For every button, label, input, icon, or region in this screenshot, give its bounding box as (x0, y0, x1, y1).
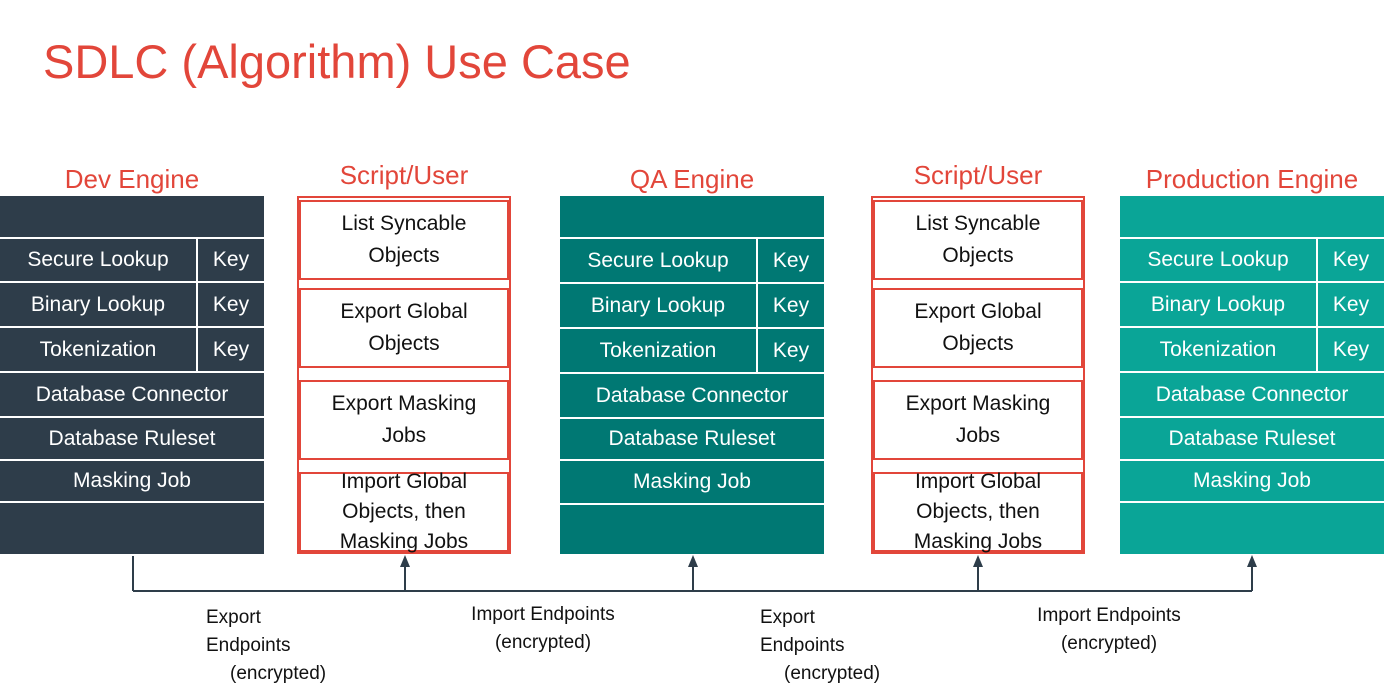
qa-tokenization-key: Key (756, 327, 824, 372)
dev-binary-lookup-key: Key (196, 281, 264, 326)
step-text: Export Global (340, 300, 468, 323)
note-line: Endpoints (206, 635, 291, 656)
page-title: SDLC (Algorithm) Use Case (43, 35, 631, 88)
arrow-up-icon (1247, 555, 1257, 567)
step-text: Jobs (955, 424, 1001, 447)
prod-database-connector: Database Connector (1120, 371, 1384, 416)
note-line: Export (760, 607, 815, 628)
note-line: (encrypted) (1060, 633, 1158, 654)
qa-engine-header: QA Engine (629, 164, 755, 194)
step-text: Jobs (381, 424, 427, 447)
dev-binary-lookup: Binary Lookup (0, 281, 196, 326)
import-endpoints-note-2: Import Endpoints (encrypted) (1034, 602, 1184, 658)
dev-engine-header: Dev Engine (64, 164, 200, 194)
import-endpoints-note-1: Import Endpoints (encrypted) (468, 601, 618, 657)
step-text: List Syncable (341, 212, 467, 235)
qa-secure-lookup-key: Key (756, 237, 824, 282)
prod-masking-job: Masking Job (1120, 459, 1384, 501)
export-endpoints-note-2: Export Endpoints (encrypted) (760, 604, 880, 688)
step-text: Objects (368, 332, 440, 355)
arrow-up-icon (973, 555, 983, 567)
step-text: Export Masking (331, 392, 477, 415)
dev-secure-lookup: Secure Lookup (0, 237, 196, 281)
qa-engine: Secure Lookup Key Binary Lookup Key Toke… (560, 196, 824, 554)
step-text: Objects (942, 244, 1014, 267)
qa-database-ruleset: Database Ruleset (560, 417, 824, 459)
dev-masking-job: Masking Job (0, 459, 264, 501)
step-text: List Syncable (915, 212, 1041, 235)
step-text: Objects, then (342, 500, 466, 523)
note-line: (encrypted) (784, 663, 881, 684)
note-line: Export (206, 607, 261, 628)
qa-tokenization: Tokenization (560, 327, 756, 372)
qa-secure-lookup: Secure Lookup (560, 237, 756, 282)
prod-tokenization: Tokenization (1120, 326, 1316, 371)
dev-empty-footer (0, 501, 264, 554)
step-text: Export Global (914, 300, 1042, 323)
step-text: Import Global (340, 470, 468, 493)
script-user-header-2: Script/User (913, 160, 1043, 190)
dev-database-connector: Database Connector (0, 371, 264, 416)
step-text: Objects (368, 244, 440, 267)
production-engine: Secure Lookup Key Binary Lookup Key Toke… (1120, 196, 1384, 554)
script-user-header-1: Script/User (339, 160, 469, 190)
note-line: (encrypted) (494, 632, 592, 653)
qa-empty-footer (560, 503, 824, 554)
prod-binary-lookup-key: Key (1316, 281, 1384, 326)
step-text: Import Global (914, 470, 1042, 493)
prod-binary-lookup: Binary Lookup (1120, 281, 1316, 326)
note-line: (encrypted) (230, 663, 327, 684)
script-user-1-frame (297, 196, 511, 554)
step-text: Objects, then (916, 500, 1040, 523)
prod-secure-lookup-key: Key (1316, 237, 1384, 281)
note-line: Import Endpoints (471, 604, 615, 625)
dev-secure-lookup-key: Key (196, 237, 264, 281)
note-line: Import Endpoints (1037, 605, 1181, 626)
step-text: Export Masking (905, 392, 1051, 415)
dev-tokenization-key: Key (196, 326, 264, 371)
step-text: Objects (942, 332, 1014, 355)
arrow-up-icon (400, 555, 410, 567)
prod-database-ruleset: Database Ruleset (1120, 416, 1384, 459)
qa-binary-lookup-key: Key (756, 282, 824, 327)
dev-engine: Secure Lookup Key Binary Lookup Key Toke… (0, 196, 264, 554)
dev-tokenization: Tokenization (0, 326, 196, 371)
prod-secure-lookup: Secure Lookup (1120, 237, 1316, 281)
step-text: Masking Jobs (913, 530, 1043, 553)
script-user-2-frame (871, 196, 1085, 554)
arrow-up-icon (688, 555, 698, 567)
prod-tokenization-key: Key (1316, 326, 1384, 371)
step-text: Masking Jobs (339, 530, 469, 553)
qa-masking-job: Masking Job (560, 459, 824, 503)
prod-empty-footer (1120, 501, 1384, 554)
qa-database-connector: Database Connector (560, 372, 824, 417)
production-engine-header: Production Engine (1145, 164, 1359, 194)
qa-binary-lookup: Binary Lookup (560, 282, 756, 327)
dev-database-ruleset: Database Ruleset (0, 416, 264, 459)
export-endpoints-note-1: Export Endpoints (encrypted) (206, 604, 326, 688)
note-line: Endpoints (760, 635, 845, 656)
